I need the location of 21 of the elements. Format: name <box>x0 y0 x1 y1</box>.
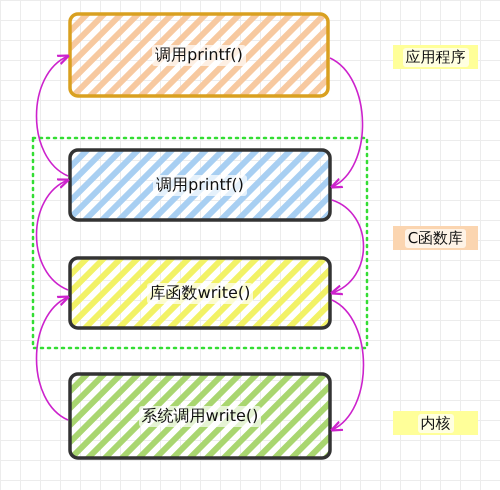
arrow <box>36 178 70 291</box>
arrow <box>330 299 364 432</box>
arrow <box>36 54 70 177</box>
layer-name: C函数库 <box>404 228 466 248</box>
process-box <box>68 12 330 98</box>
process-box <box>68 256 332 330</box>
layer-tag <box>393 45 478 69</box>
function-call-text: 调用printf() <box>153 174 247 196</box>
dotted-group-frame <box>32 137 368 349</box>
function-call-text: 系统调用write() <box>138 406 262 426</box>
layer-name: 应用程序 <box>402 48 468 66</box>
arrow <box>330 199 364 295</box>
arrow <box>36 295 70 421</box>
arrow <box>330 57 364 189</box>
layer-tag <box>393 411 478 435</box>
function-call-text: 调用printf() <box>152 44 246 66</box>
process-box <box>68 372 332 460</box>
function-call-text: 库函数write() <box>146 282 254 304</box>
layer-tag <box>393 226 478 250</box>
layer-name: 内核 <box>418 414 454 432</box>
process-box <box>68 148 332 222</box>
